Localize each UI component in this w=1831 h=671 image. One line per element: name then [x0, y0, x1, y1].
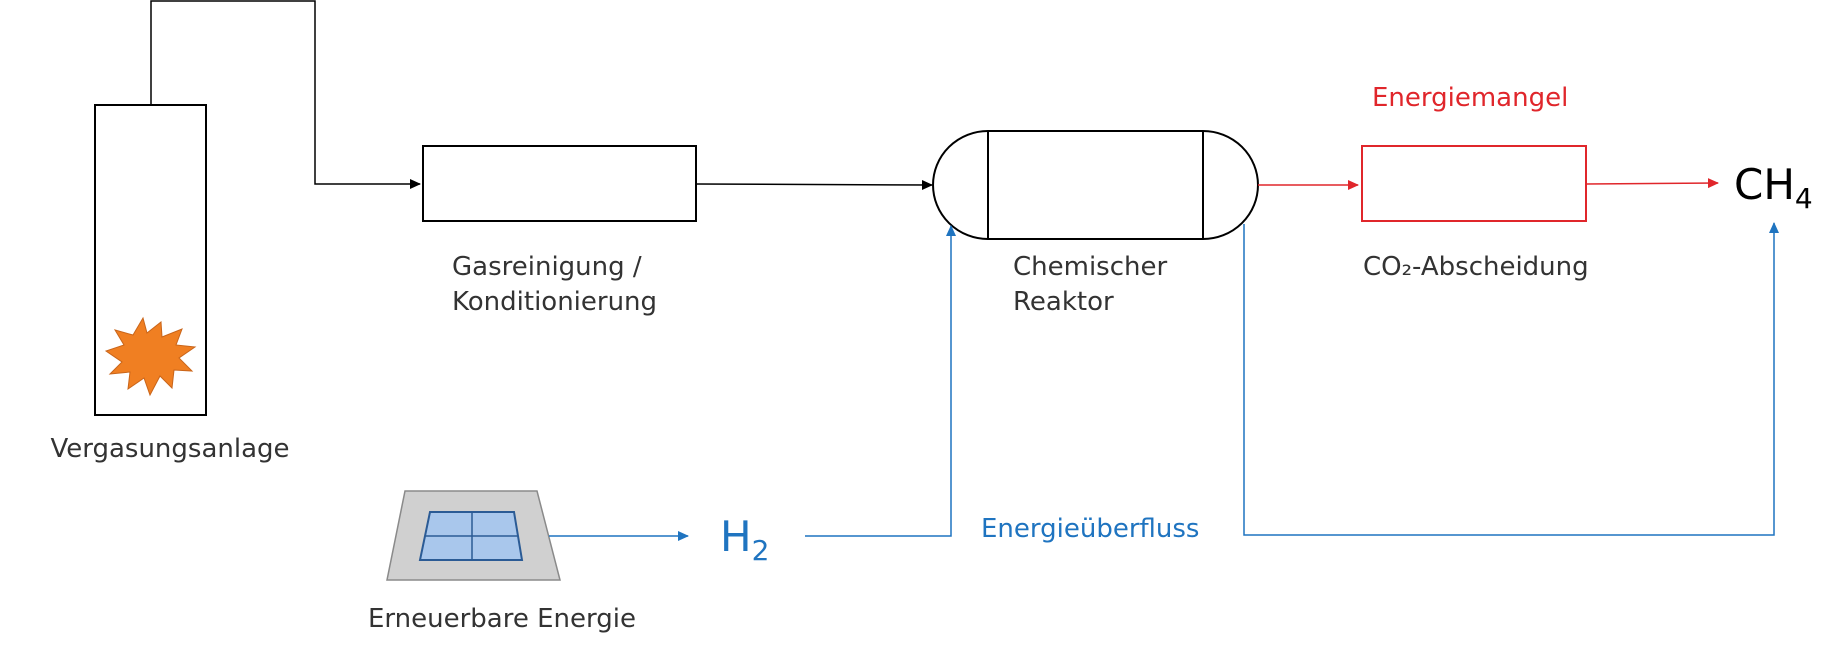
energy-shortage-label: Energiemangel	[1372, 83, 1568, 113]
gas-pipe	[150, 0, 421, 189]
co2-separation-label: CO₂-Abscheidung	[1363, 252, 1589, 282]
gasification-label: Vergasungsanlage	[50, 434, 289, 464]
cleaning-to-reactor-line	[695, 179, 933, 190]
reactor-label-line2: Reaktor	[1013, 287, 1114, 317]
reactor-bypass-to-ch4-line	[1243, 222, 1779, 536]
reactor-label-line1: Chemischer	[1013, 252, 1167, 282]
chemical-reactor	[932, 130, 1259, 240]
renewable-energy-label: Erneuerbare Energie	[368, 604, 636, 634]
h2-to-reactor-line	[805, 225, 956, 537]
gas-cleaning-label-line2: Konditionierung	[452, 287, 657, 317]
solar-panel-icon	[386, 490, 561, 581]
energy-surplus-label: Energieüberfluss	[981, 514, 1199, 544]
co2-to-ch4-line	[1585, 178, 1719, 189]
ch4-product: CH4	[1734, 160, 1813, 215]
gas-cleaning-unit	[422, 145, 697, 222]
gas-cleaning-label-line1: Gasreinigung /	[452, 252, 642, 282]
h2-product: H2	[720, 512, 769, 567]
flame-icon	[104, 316, 197, 397]
co2-separation-unit	[1361, 145, 1587, 222]
